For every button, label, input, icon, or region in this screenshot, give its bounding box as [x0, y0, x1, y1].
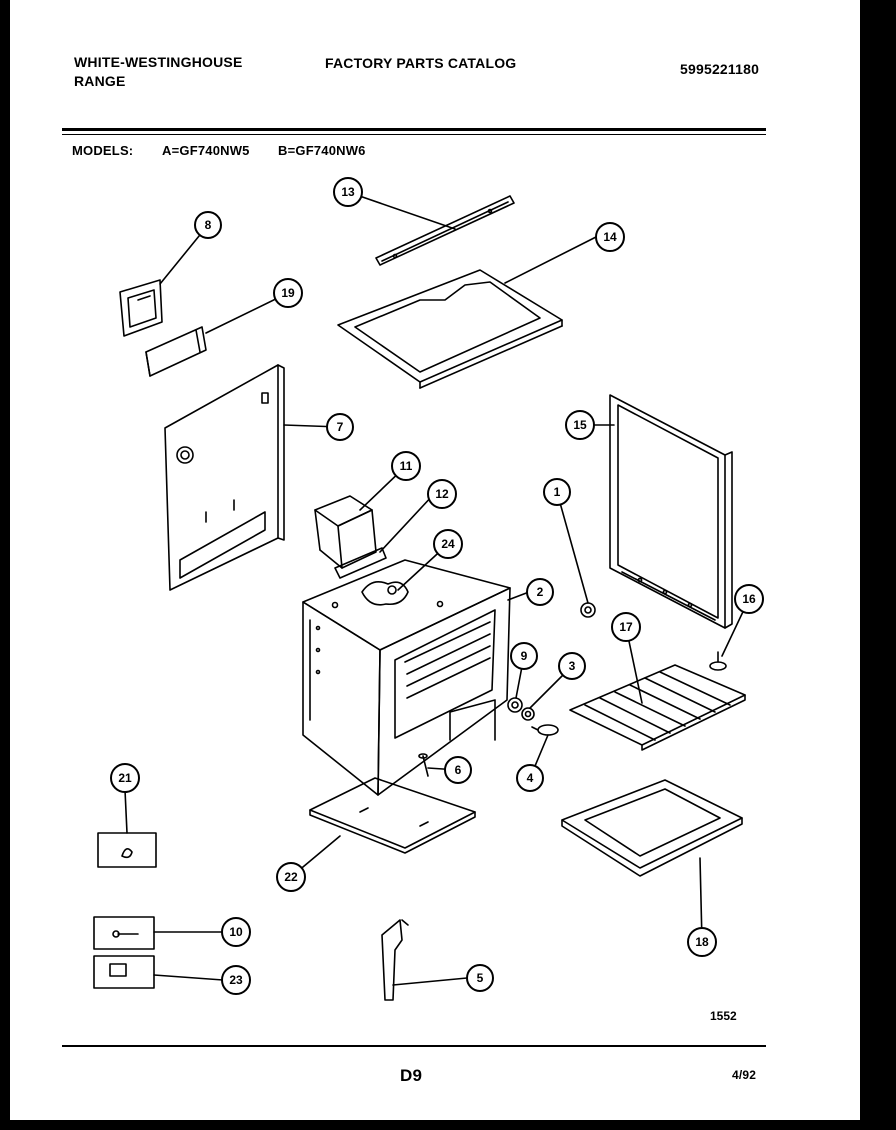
callout-9 [510, 642, 538, 670]
part-11-burner-box [314, 495, 377, 569]
product-type: RANGE [74, 73, 126, 89]
model-a: A=GF740NW5 [162, 143, 250, 158]
part-19-packet [97, 832, 157, 868]
brand-name: WHITE-WESTINGHOUSE [74, 54, 243, 70]
part-16-leveler [709, 651, 727, 671]
callout-19 [110, 763, 140, 793]
part-24-valve [361, 581, 409, 606]
revision-date: 4/92 [732, 1068, 757, 1082]
callout-text-21: 19 [281, 286, 295, 300]
callout-text-7: 7 [337, 420, 344, 434]
part-6-bolt [418, 753, 429, 777]
part-1-knob [580, 602, 596, 618]
catalog-number: 5995221180 [680, 61, 760, 77]
part-12-fitting [334, 547, 387, 579]
callout-15 [565, 410, 595, 440]
callout-10 [221, 917, 251, 947]
callout-text-5: 5 [477, 971, 484, 985]
part-14-top-panel [337, 269, 563, 389]
callout-text-1: 1 [554, 485, 561, 499]
models-label: MODELS: [72, 143, 134, 158]
callout-17 [611, 612, 641, 642]
callout-text-12: 12 [435, 487, 449, 501]
callout-14 [595, 222, 625, 252]
callout-text-15: 15 [573, 418, 587, 432]
callout-3 [558, 652, 586, 680]
callout-text-18: 18 [695, 935, 709, 949]
callout-21 [273, 278, 303, 308]
callout-text-22: 22 [284, 870, 298, 884]
part-3-fitting [521, 707, 535, 721]
callout-2 [526, 578, 554, 606]
callout-4 [516, 764, 544, 792]
callout-labels [110, 177, 764, 995]
callout-text-10: 10 [229, 925, 243, 939]
part-18-broiler-pan [561, 779, 743, 877]
part-15-door-frame [609, 394, 733, 629]
catalog-title: FACTORY PARTS CATALOG [325, 55, 517, 71]
footer-rule [62, 1045, 766, 1047]
header-rule-bottom [62, 134, 766, 135]
part-8-bracket [119, 279, 163, 337]
callout-12 [427, 479, 457, 509]
part-22-bottom-panel [309, 777, 476, 854]
part-4-pin [531, 724, 559, 736]
callout-text-24: 24 [441, 537, 455, 551]
callout-8 [194, 211, 222, 239]
part-17-oven-rack [569, 664, 746, 751]
callout-text-3: 3 [569, 659, 576, 673]
callout-22 [276, 862, 306, 892]
callout-text-16: 16 [742, 592, 756, 606]
callout-text-19: 21 [118, 771, 132, 785]
page-code: D9 [400, 1066, 423, 1085]
callout-text-6: 6 [455, 763, 462, 777]
callout-13 [333, 177, 363, 207]
callout-6 [444, 756, 472, 784]
header-rule-top [62, 128, 766, 131]
part-2-oven-body [302, 559, 511, 796]
model-b: B=GF740NW6 [278, 143, 366, 158]
callout-text-8: 8 [205, 218, 212, 232]
callout-1 [543, 478, 571, 506]
catalog-sheet: WHITE-WESTINGHOUSE RANGE FACTORY PARTS C… [10, 0, 860, 1120]
part-9-fitting [507, 697, 523, 713]
callout-text-11: 11 [400, 459, 413, 473]
callout-text-17: 17 [619, 620, 633, 634]
callout-text-13: 13 [341, 185, 355, 199]
callout-11 [391, 451, 421, 481]
part-23-packet [93, 955, 155, 989]
callout-7 [326, 413, 354, 441]
exploded-parts-diagram: 13 14 8 19 7 15 11 12 24 2 1 16 17 9 3 4… [93, 177, 764, 1023]
callout-text-4: 4 [527, 771, 534, 785]
diagram-code: 1552 [710, 1009, 737, 1023]
callout-text-23: 23 [229, 973, 243, 987]
callout-text-2: 2 [537, 585, 544, 599]
part-13-trim-bar [375, 195, 515, 266]
callout-18 [687, 927, 717, 957]
part-5-door-hinge [381, 919, 409, 1001]
part-10-packet [93, 916, 155, 950]
callout-text-14: 14 [603, 230, 617, 244]
part-21-shield [145, 326, 207, 377]
callout-24 [433, 529, 463, 559]
callout-23 [221, 965, 251, 995]
part-7-back-panel [164, 364, 285, 591]
callout-text-9: 9 [521, 649, 528, 663]
callout-5 [466, 964, 494, 992]
callout-16 [734, 584, 764, 614]
